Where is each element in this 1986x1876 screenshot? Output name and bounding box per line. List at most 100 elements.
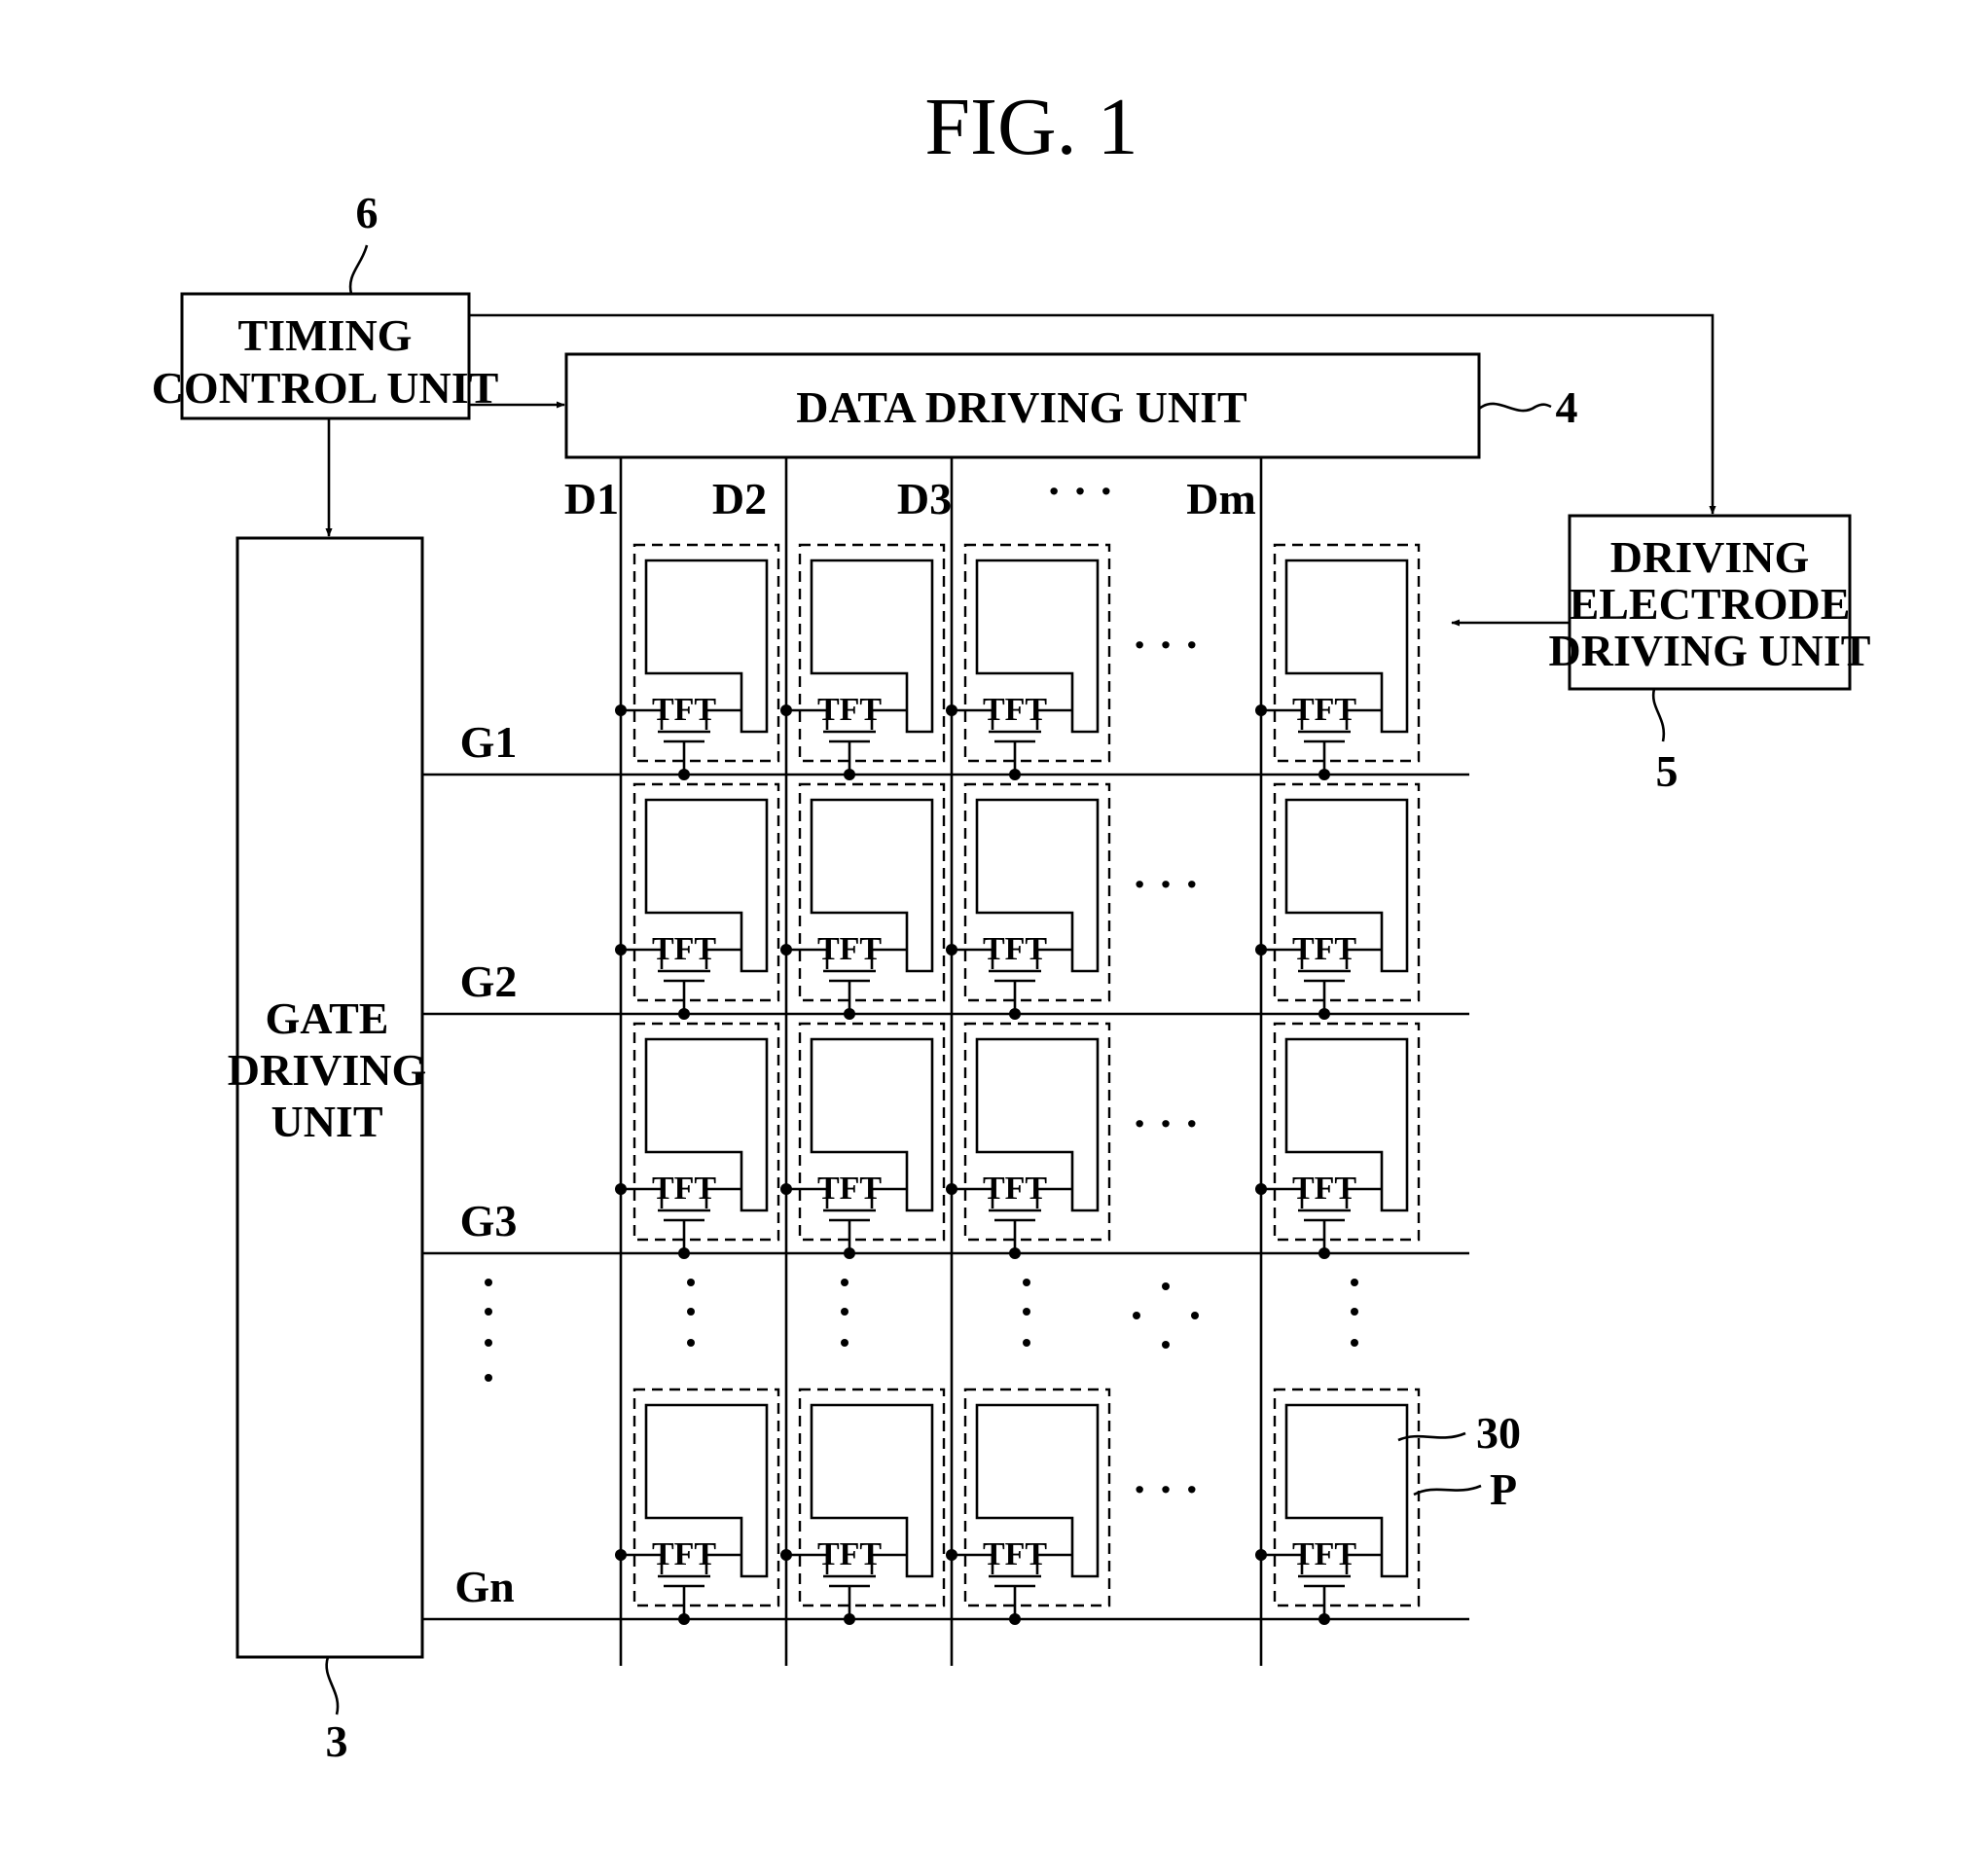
vertical-ellipsis-dot-4-1 [1023,1279,1030,1286]
pixel-r1-c4-gate-junction [1318,769,1330,780]
pixel-r4-c1-gate-junction [678,1613,690,1625]
pixel-r1-c1-gate-junction [678,769,690,780]
driving-electrode-label-line2: ELECTRODE [1570,579,1851,629]
pixel-r4-c2-tft-label: TFT [817,1536,882,1572]
pixel-r3-c3-source-junction [946,1183,957,1195]
electrode-ref-leader [1398,1433,1465,1440]
diagonal-ellipsis-dot-3 [1191,1312,1199,1319]
data-driving-leader [1479,404,1551,411]
vertical-ellipsis-dot-4-3 [1023,1339,1030,1347]
pixel-r1-c4-tft-label: TFT [1292,692,1356,728]
vertical-ellipsis-dot-4-2 [1023,1308,1030,1316]
pixel-r1-c1-tft-label: TFT [652,692,716,728]
pixel-r2-c2-gate-junction [844,1008,855,1020]
vertical-ellipsis-dot-1-4 [485,1374,492,1382]
driving-electrode-label-line3: DRIVING UNIT [1549,626,1871,675]
pixel-r3-c2-gate-junction [844,1247,855,1259]
timing-control-label-line1: TIMING [238,310,413,360]
gate-line-label-g2: G2 [460,956,518,1006]
pixel-r1-c3-tft-label: TFT [983,692,1047,728]
pixel-r3-c3-gate-junction [1009,1247,1021,1259]
gate-driving-label-line1: GATE [266,993,389,1043]
pixel-r2-c3-gate-junction [1009,1008,1021,1020]
vertical-ellipsis-dot-5-1 [1351,1279,1358,1286]
vertical-ellipsis-dot-1-2 [485,1308,492,1316]
pixel-r4-c4-gate-junction [1318,1613,1330,1625]
driving-electrode-label-line1: DRIVING [1610,532,1809,582]
data-driving-label: DATA DRIVING UNIT [796,382,1246,432]
gate-line-label-g3: G3 [460,1196,518,1245]
gate-line-label-g1: G1 [460,717,518,767]
pixel-r4-c3-tft-label: TFT [983,1536,1047,1572]
pixel-r3-c1-tft-label: TFT [652,1171,716,1207]
pixel-r2-c3-tft-label: TFT [983,931,1047,967]
timing-control-leader [350,245,367,294]
vertical-ellipsis-dot-3-2 [841,1308,849,1316]
diagonal-ellipsis-dot-2 [1162,1282,1170,1290]
row-1-ellipsis: · · · [1132,620,1199,669]
pixel-r4-c3-source-junction [946,1549,957,1561]
pixel-r2-c2-source-junction [780,944,792,956]
pixel-ref-leader [1414,1486,1481,1495]
pixel-r3-c4-source-junction [1255,1183,1267,1195]
pixel-r4-c4-source-junction [1255,1549,1267,1561]
data-line-label-dm: Dm [1186,474,1256,523]
pixel-r4-c4-tft-label: TFT [1292,1536,1356,1572]
vertical-ellipsis-dot-3-3 [841,1339,849,1347]
pixel-r1-c3-source-junction [946,704,957,716]
driving-electrode-leader [1653,689,1664,741]
gate-driving-unit: GATE DRIVING UNIT [228,538,426,1657]
gate-driving-label-line2: DRIVING [228,1045,426,1095]
gate-driving-ref: 3 [326,1716,348,1766]
pixel-r2-c4-gate-junction [1318,1008,1330,1020]
pixel-array: TFT TFT TFT TFT · · · TFT TFT TFT TFT · · · TFT TFT… [422,457,1469,1666]
pixel-r1-c1-source-junction [615,704,627,716]
pixel-r3-c3-tft-label: TFT [983,1171,1047,1207]
data-driving-unit: DATA DRIVING UNIT [566,354,1479,457]
pixel-r3-c1-gate-junction [678,1247,690,1259]
data-driving-ref: 4 [1556,382,1578,432]
pixel-r2-c1-tft-label: TFT [652,931,716,967]
pixel-r1-c2-source-junction [780,704,792,716]
row-3-ellipsis: · · · [1132,1099,1199,1148]
pixel-r4-c2-gate-junction [844,1613,855,1625]
pixel-r3-c2-source-junction [780,1183,792,1195]
pixel-r1-c4-source-junction [1255,704,1267,716]
vertical-ellipsis-dot-5-2 [1351,1308,1358,1316]
timing-control-unit: TIMING CONTROL UNIT [152,294,499,418]
pixel-r3-c4-gate-junction [1318,1247,1330,1259]
vertical-ellipsis-dot-2-2 [687,1308,695,1316]
vertical-ellipsis-dot-5-3 [1351,1339,1358,1347]
pixel-r2-c1-source-junction [615,944,627,956]
pixel-r4-c1-source-junction [615,1549,627,1561]
pixel-r2-c2-tft-label: TFT [817,931,882,967]
timing-control-ref: 6 [356,188,379,237]
pixel-r2-c3-source-junction [946,944,957,956]
pixel-r3-c1-source-junction [615,1183,627,1195]
data-line-ellipsis: · · · [1046,466,1113,516]
data-line-label-d2: D2 [712,474,767,523]
row-4-ellipsis: · · · [1132,1464,1199,1514]
row-2-ellipsis: · · · [1132,859,1199,909]
gate-driving-leader [327,1657,338,1714]
diagonal-ellipsis-dot-1 [1133,1312,1140,1319]
pixel-r4-c2-source-junction [780,1549,792,1561]
pixel-r1-c2-gate-junction [844,769,855,780]
driving-electrode-driving-unit: DRIVING ELECTRODE DRIVING UNIT [1549,516,1871,689]
pixel-r3-c4-tft-label: TFT [1292,1171,1356,1207]
pixel-r1-c3-gate-junction [1009,769,1021,780]
data-line-label-d3: D3 [897,474,952,523]
diagonal-ellipsis-dot-4 [1162,1341,1170,1349]
vertical-ellipsis-dot-2-3 [687,1339,695,1347]
pixel-r2-c1-gate-junction [678,1008,690,1020]
vertical-ellipsis-dot-2-1 [687,1279,695,1286]
pixel-ref-p: P [1490,1464,1517,1514]
driving-electrode-ref: 5 [1656,746,1679,796]
pixel-r3-c2-tft-label: TFT [817,1171,882,1207]
pixel-r4-c3-gate-junction [1009,1613,1021,1625]
vertical-ellipsis-dot-1-1 [485,1279,492,1286]
vertical-ellipsis-dot-1-3 [485,1339,492,1347]
vertical-ellipsis-dot-3-1 [841,1279,849,1286]
pixel-r4-c1-tft-label: TFT [652,1536,716,1572]
